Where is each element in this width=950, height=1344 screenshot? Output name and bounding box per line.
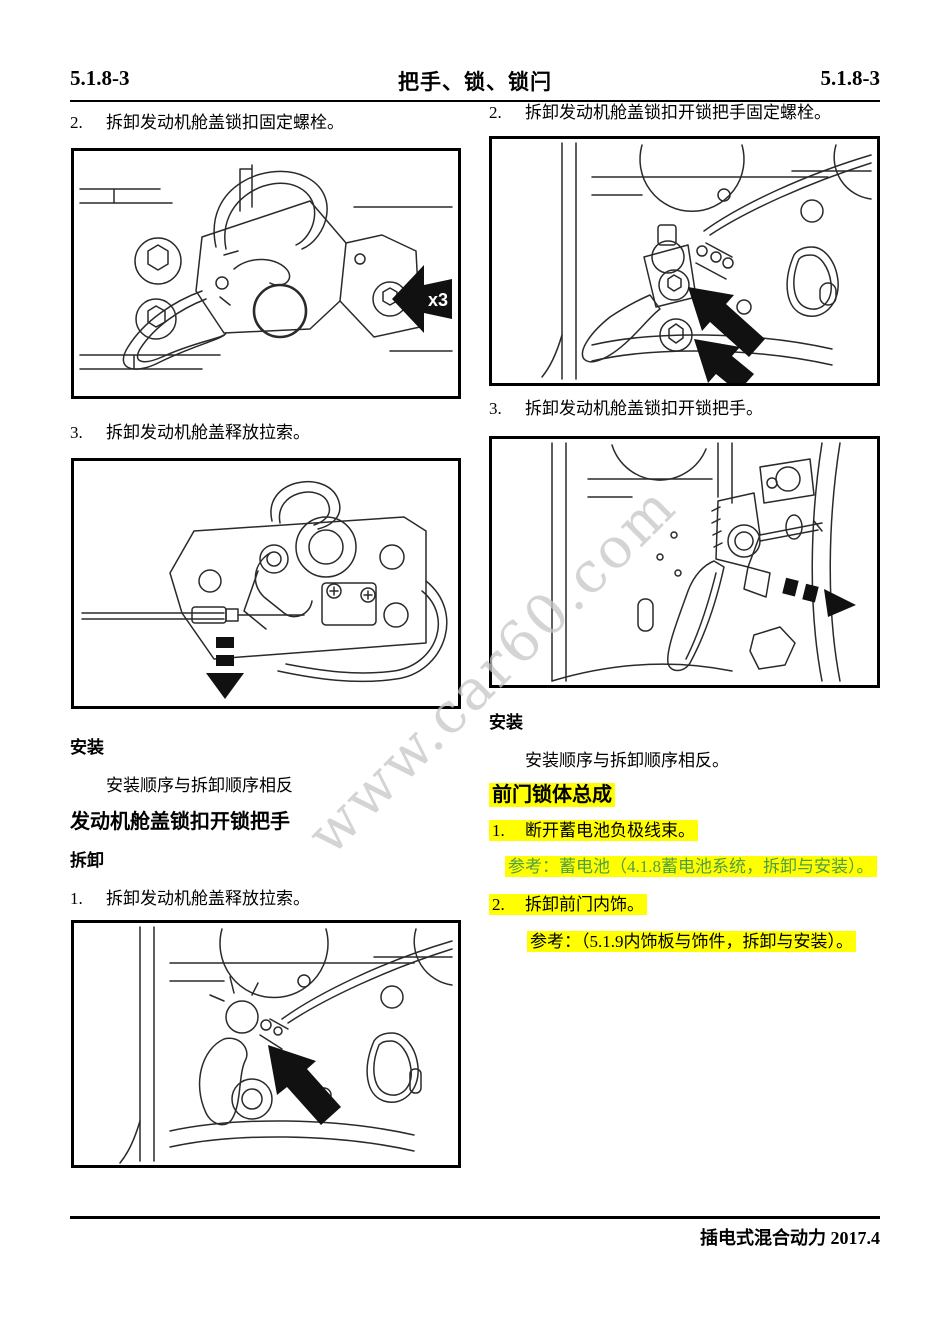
step-text: 拆卸发动机舱盖锁扣开锁把手固定螺栓。	[525, 103, 831, 122]
step-number: 2.	[489, 103, 502, 122]
figure-handle-fixing-bolts	[489, 136, 880, 386]
pull-down-arrow	[206, 637, 244, 699]
left-install-heading: 安装	[70, 738, 104, 757]
left-step-3: 3. 拆卸发动机舱盖释放拉索。	[70, 422, 462, 443]
remove-direction-arrow	[268, 1045, 341, 1125]
highlighted-step: 1. 断开蓄电池负极线束。	[489, 820, 698, 841]
page-title: 把手、锁、锁闩	[398, 70, 552, 94]
step-number: 2.	[70, 113, 83, 132]
door-jamb-handle-drawing	[119, 926, 453, 1164]
step-text: 断开蓄电池负极线束。	[525, 821, 695, 840]
right-install-note: 安装顺序与拆卸顺序相反。	[525, 751, 729, 770]
step-text: 拆卸发动机舱盖锁扣开锁把手。	[525, 399, 763, 418]
reference-text: 参考：蓄电池（4.1.8蓄电池系统，拆卸与安装）。	[505, 856, 877, 877]
page-number-right: 5.1.8-3	[820, 66, 881, 90]
remove-handle-drawing	[551, 442, 856, 682]
hood-latch-drawing: x3	[79, 164, 453, 370]
step-number: 2.	[492, 895, 505, 914]
left-install-note: 安装顺序与拆卸顺序相反	[106, 776, 293, 795]
release-cable-drawing	[81, 481, 448, 699]
step-text: 拆卸前门内饰。	[525, 895, 644, 914]
right-install-heading: 安装	[489, 713, 523, 732]
right-step-2: 2. 拆卸发动机舱盖锁扣开锁把手固定螺栓。	[489, 102, 880, 123]
highlighted-heading: 前门锁体总成	[489, 783, 615, 807]
left-step-2: 2. 拆卸发动机舱盖锁扣固定螺栓。	[70, 112, 462, 133]
bolt-arrow-upper	[688, 287, 765, 357]
figure-hood-latch-bolts: x3	[71, 148, 461, 399]
right-step-2b: 2. 拆卸前门内饰。	[489, 894, 889, 915]
right-step-3: 3. 拆卸发动机舱盖锁扣开锁把手。	[489, 398, 880, 419]
bolt-arrow	[392, 265, 452, 333]
bolt-arrow-lower	[694, 339, 754, 383]
footer-divider	[70, 1216, 880, 1219]
reference-text: 参考：（5.1.9内饰板与饰件，拆卸与安装）。	[527, 931, 856, 952]
handle-bolts-drawing	[541, 142, 872, 383]
footer-edition: 插电式混合动力 2017.4	[700, 1228, 880, 1248]
step-number: 3.	[489, 399, 502, 418]
left-removal-heading: 拆卸	[70, 851, 104, 870]
step-text: 拆卸发动机舱盖锁扣固定螺栓。	[106, 113, 344, 132]
left-section-heading: 发动机舱盖锁扣开锁把手	[70, 811, 290, 833]
reference-note-trim: 参考：（5.1.9内饰板与饰件，拆卸与安装）。	[527, 931, 887, 952]
bolt-count-callout: x3	[428, 290, 448, 310]
step-number: 3.	[70, 423, 83, 442]
figure-door-jamb-handle	[71, 920, 461, 1168]
reference-note-battery: 参考：蓄电池（4.1.8蓄电池系统，拆卸与安装）。	[505, 856, 891, 877]
figure-release-cable	[71, 458, 461, 709]
left-step-1: 1. 拆卸发动机舱盖释放拉索。	[70, 888, 462, 909]
header-divider	[70, 100, 880, 102]
step-number: 1.	[492, 821, 505, 840]
pull-out-arrow	[782, 577, 856, 617]
step-text: 拆卸发动机舱盖释放拉索。	[106, 423, 310, 442]
page-number-left: 5.1.8-3	[70, 66, 130, 90]
highlighted-step: 2. 拆卸前门内饰。	[489, 894, 647, 915]
step-number: 1.	[70, 889, 83, 908]
right-step-1: 1. 断开蓄电池负极线束。	[489, 820, 889, 841]
right-section-heading: 前门锁体总成	[489, 783, 615, 808]
figure-remove-handle	[489, 436, 880, 688]
step-text: 拆卸发动机舱盖释放拉索。	[106, 889, 310, 908]
